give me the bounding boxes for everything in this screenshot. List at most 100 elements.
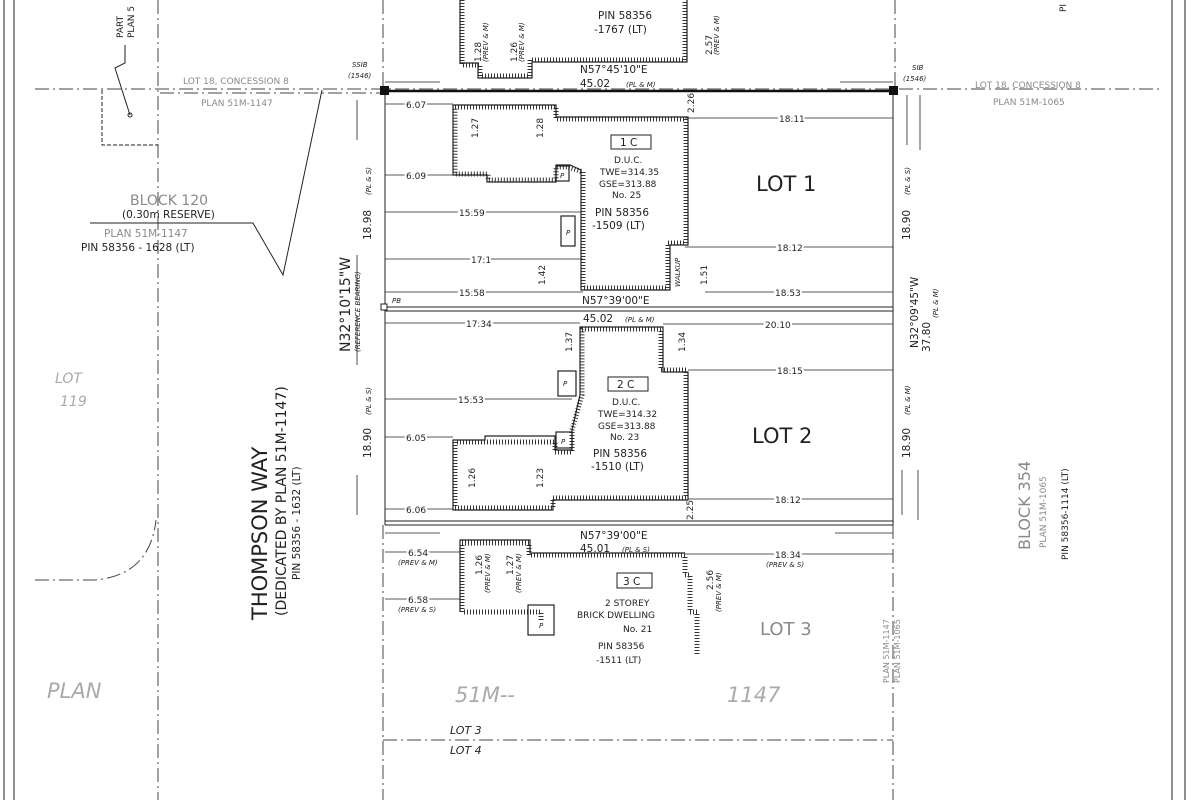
- dim: 18.11: [779, 115, 805, 125]
- street-name: THOMPSON WAY: [248, 446, 272, 621]
- lot-1-number: No. 25: [612, 191, 641, 201]
- north-distance: 45.02: [580, 78, 610, 90]
- lot-2-desc: D.U.C.: [612, 398, 640, 408]
- east-plan-1147: PLAN 51M-1147: [882, 619, 891, 683]
- lot-2-number: No. 23: [610, 433, 639, 443]
- lot-line-below: LOT 4: [450, 744, 482, 757]
- dim-note: (PREV & M): [484, 553, 492, 593]
- lot-1-twe: TWE=314.35: [599, 168, 659, 178]
- plan-boundaries: [35, 0, 1160, 800]
- north-bearing: N57°45'10"E: [580, 64, 648, 76]
- lot-119-number: 119: [60, 394, 87, 410]
- lot-2-east-note: (PL & M): [904, 385, 912, 415]
- lot-1-east-note: (PL & S): [904, 167, 912, 195]
- east-note: (PL & M): [932, 288, 940, 318]
- dim-top-2-note: (PREV & M): [518, 22, 526, 62]
- lot-2-dimensions: 17.34 20.10 1.37 1.34 18.15 15.53 6.05 6…: [404, 318, 805, 520]
- top-pin-2: -1767 (LT): [594, 24, 647, 36]
- lot-line-above: LOT 3: [450, 724, 482, 737]
- block-120-pin: PIN 58356 - 1628 (LT): [81, 242, 195, 254]
- dim-note: (PREV & S): [766, 561, 804, 569]
- east-labels: PLAN 51M-1147 PLAN 51M-1065 BLOCK 354 PL…: [882, 461, 1071, 683]
- west-labels: BLOCK 120 (0.30m RESERVE) PLAN 51M-1147 …: [47, 193, 401, 703]
- dim-note: (PREV & S): [398, 606, 436, 614]
- lot-1-east-side: 18.90: [901, 210, 913, 240]
- dim: 15.53: [458, 396, 484, 406]
- walkup-label: WALKUP: [674, 257, 682, 287]
- west-bearing-note: (REFERENCE BEARING): [354, 271, 362, 352]
- south-distance: 45.01: [580, 543, 610, 555]
- plan-right: PLAN 51M-1065: [993, 98, 1065, 108]
- buildings: [452, 0, 700, 656]
- dim: 2.26: [687, 93, 697, 113]
- dim: 6.54: [408, 549, 428, 559]
- building-1c-id: 1 C: [620, 137, 637, 149]
- lot-1-west-note: (PL & S): [365, 167, 373, 195]
- dimension-lines: [356, 81, 921, 600]
- lot-divider: N57°39'00"E 45.02 (PL & M) N32°09'45"W 3…: [581, 276, 941, 352]
- south-bearing: N57°39'00"E: [580, 530, 648, 542]
- east-distance: 37.80: [921, 322, 933, 352]
- divider-distance: 45.02: [583, 313, 613, 325]
- dim: 1.27: [506, 555, 516, 575]
- dim: 1.23: [536, 468, 546, 488]
- dim: 20.10: [765, 321, 791, 331]
- lot-2-pin: PIN 58356: [593, 448, 647, 460]
- block-354-plan: PLAN 51M-1065: [1039, 476, 1049, 548]
- lot-2-twe: TWE=314.32: [597, 410, 657, 420]
- dim-top-2: 1.26: [510, 42, 520, 62]
- lot-2-west-side: 18.90: [362, 428, 374, 458]
- dim: 1.42: [538, 265, 548, 285]
- dim-top-3-note: (PREV & M): [713, 15, 721, 55]
- divider-bearing: N57°39'00"E: [582, 295, 650, 307]
- porch-label: P: [561, 438, 566, 446]
- pb-monument: [380, 303, 388, 311]
- plan-word: PLAN: [47, 679, 102, 703]
- dim: 6.06: [406, 506, 426, 516]
- lot-1-gse: GSE=313.88: [599, 180, 657, 190]
- dim: 1.34: [678, 332, 688, 352]
- dim: 2.25: [686, 500, 696, 520]
- part-plan-label: PART: [116, 15, 126, 38]
- block-120-subtitle: (0.30m RESERVE): [122, 209, 215, 221]
- lot-2-label: LOT 2: [752, 424, 812, 448]
- dim: 17.1: [471, 256, 491, 266]
- lot-3-pin-2: -1511 (LT): [596, 656, 641, 666]
- lot-2-gse: GSE=313.88: [598, 422, 656, 432]
- dim: 1.28: [536, 118, 546, 138]
- dim: 1.51: [700, 265, 710, 285]
- lot-1-desc: D.U.C.: [614, 156, 642, 166]
- lot-119-label: LOT: [55, 371, 83, 387]
- east-bearing: N32°09'45"W: [909, 276, 921, 348]
- dim-note: (PREV & M): [515, 553, 523, 593]
- lot-1-pin: PIN 58356: [595, 207, 649, 219]
- block-354-title: BLOCK 354: [1015, 461, 1034, 550]
- block-120-leader: [90, 89, 323, 277]
- lot-3-number: No. 21: [623, 625, 652, 635]
- lot-2: LOT 2 2 C D.U.C. TWE=314.32 GSE=313.88 N…: [362, 318, 913, 520]
- dim: 6.09: [406, 172, 426, 182]
- dim: 1.26: [468, 468, 478, 488]
- east-plan-1065: PLAN 51M-1065: [893, 619, 902, 683]
- dim: 15.59: [459, 209, 485, 219]
- lot-1: LOT 1 1 C D.U.C. TWE=314.35 GSE=313.88 N…: [362, 93, 913, 301]
- south-note: (PL & S): [622, 546, 650, 554]
- pin-fragment: PI: [1059, 4, 1069, 12]
- plan-left: PLAN 51M-1147: [201, 99, 273, 109]
- dim: 18.34: [775, 551, 801, 561]
- porch-label: P: [563, 380, 568, 388]
- ssib-monument: [380, 86, 389, 95]
- concession-right: LOT 18, CONCESSION 8: [975, 81, 1081, 91]
- lot-3-label: LOT 3: [760, 619, 812, 640]
- lot-3: N57°39'00"E 45.01 (PL & S) LOT 3 3 C 2 S…: [398, 530, 812, 757]
- block-354-pin: PIN 58356-1114 (LT): [1061, 468, 1071, 560]
- frame-lines: [3, 0, 1186, 800]
- top-lot-labels: PART PLAN 5 LOT 18, CONCESSION 8 PLAN 51…: [116, 4, 1081, 109]
- dim: 15.58: [459, 289, 485, 299]
- dim: 18.15: [777, 367, 803, 377]
- sib-monument: [889, 86, 898, 95]
- dim-top-1-note: (PREV & M): [482, 22, 490, 62]
- dim: 18.12: [777, 244, 803, 254]
- lot-3-desc: 2 STOREY: [605, 599, 650, 609]
